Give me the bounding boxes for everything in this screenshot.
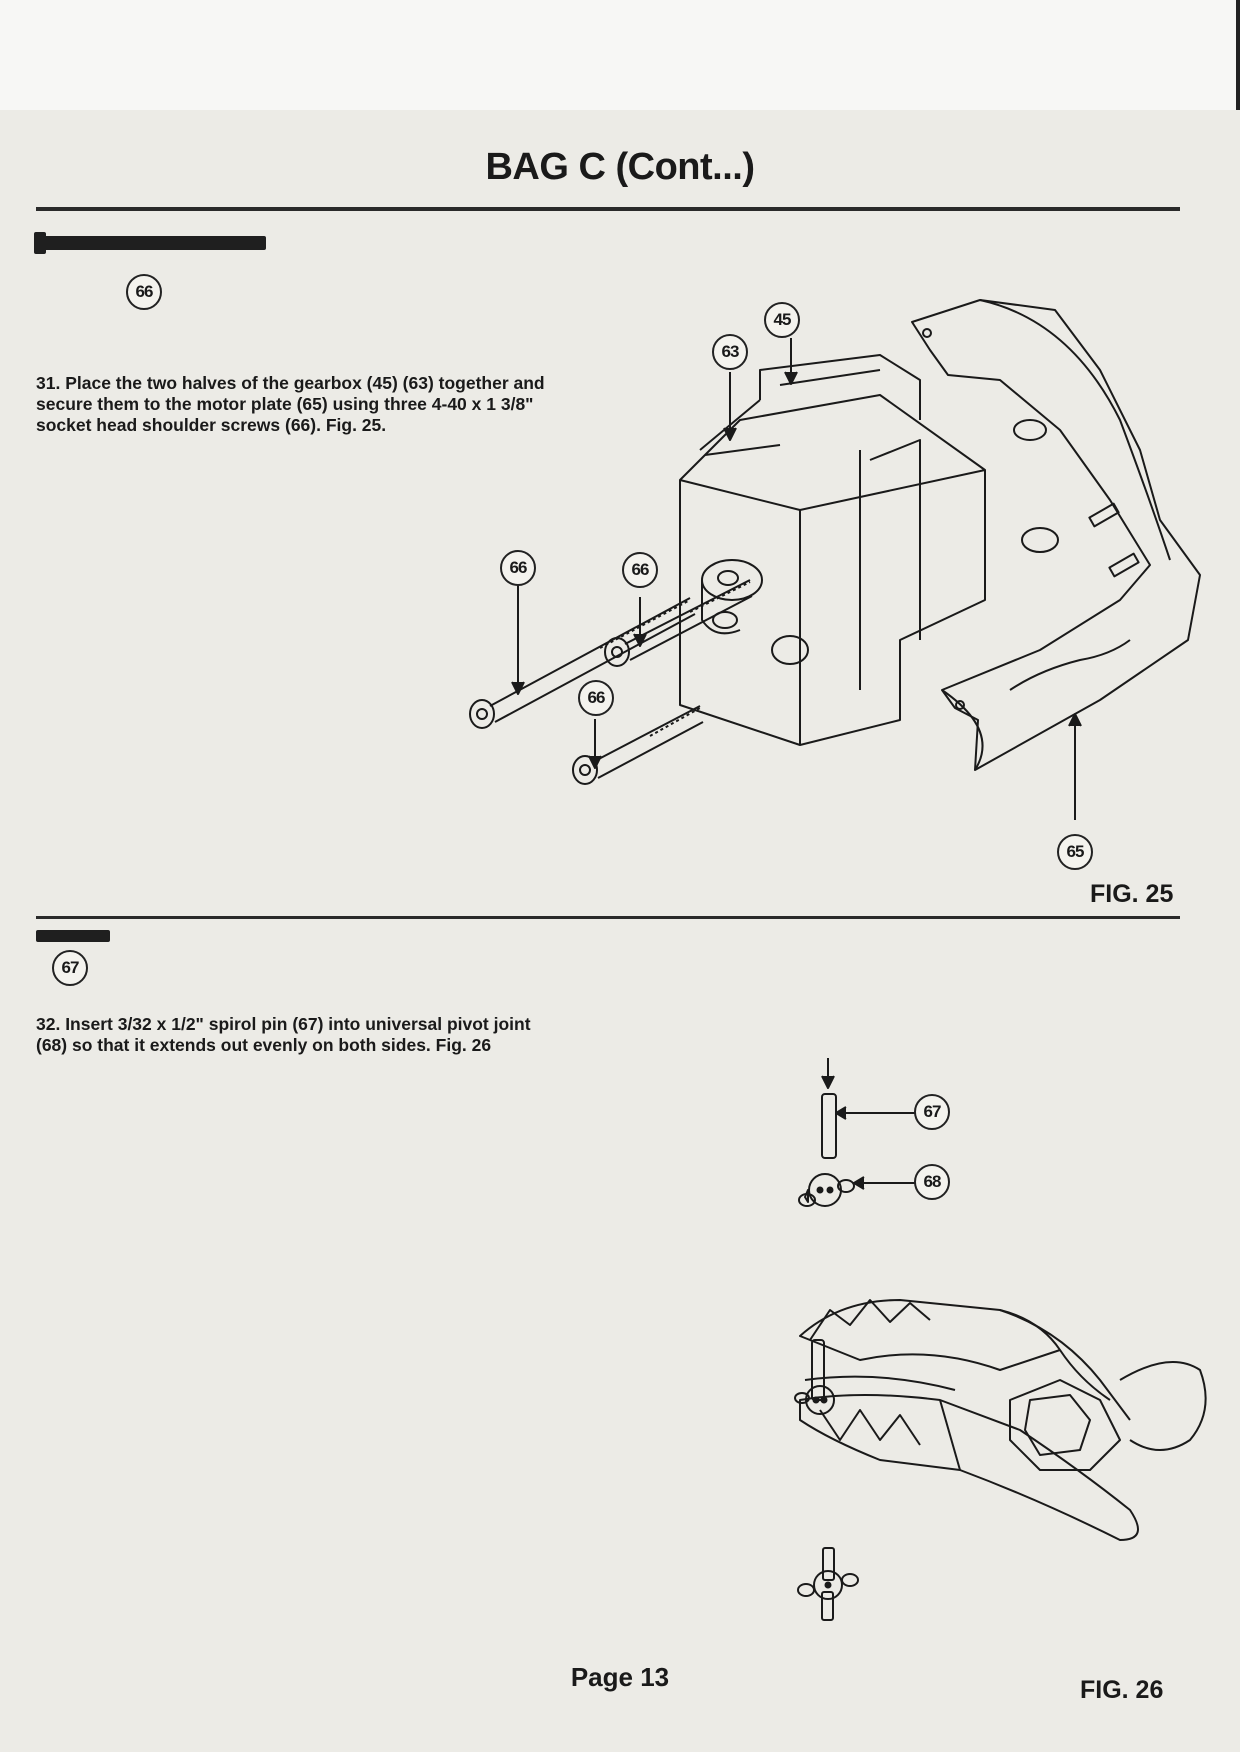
fig-26-label: FIG. 26 [1080, 1676, 1164, 1704]
screw-head [34, 232, 46, 254]
step-31-instructions: 31. Place the two halves of the gearbox … [36, 373, 545, 435]
step-32-instructions: 32. Insert 3/32 x 1/2" spirol pin (67) i… [36, 1014, 531, 1055]
fig26-callout-67: 67 [914, 1094, 950, 1130]
assembled-joint [797, 1547, 859, 1621]
fig-25-label: FIG. 25 [1090, 880, 1174, 908]
pliers-illustration [799, 1299, 1207, 1541]
pin-actual-size-illustration [36, 930, 110, 942]
title-rule [36, 207, 1180, 211]
fig25-callout-65: 65 [1057, 834, 1093, 870]
page-top-margin [0, 0, 1240, 110]
page-title: BAG C (Cont...) [485, 146, 755, 188]
part-callout-66: 66 [126, 274, 162, 310]
spirol-pin [821, 1093, 837, 1159]
screw-66-b [604, 579, 753, 667]
part-callout-67: 67 [52, 950, 88, 986]
fig25-callout-63: 63 [712, 334, 748, 370]
universal-pivot-joint [798, 1173, 855, 1207]
fig-25-diagram [469, 299, 1201, 820]
fig25-callout-45: 45 [764, 302, 800, 338]
fig25-callout-66-middle: 66 [622, 552, 658, 588]
fig25-callout-66-left: 66 [500, 550, 536, 586]
fig26-callout-68: 68 [914, 1164, 950, 1200]
fig25-callout-66-bottom: 66 [578, 680, 614, 716]
screw-66-c [572, 705, 704, 785]
gearbox-housing [679, 394, 986, 746]
screw-actual-size-illustration [36, 236, 266, 250]
page-edge [1236, 0, 1240, 110]
section-rule [36, 916, 1180, 919]
screw-66-a [469, 597, 696, 729]
motor-plate [911, 299, 1201, 771]
page-number: Page 13 [570, 1662, 670, 1692]
